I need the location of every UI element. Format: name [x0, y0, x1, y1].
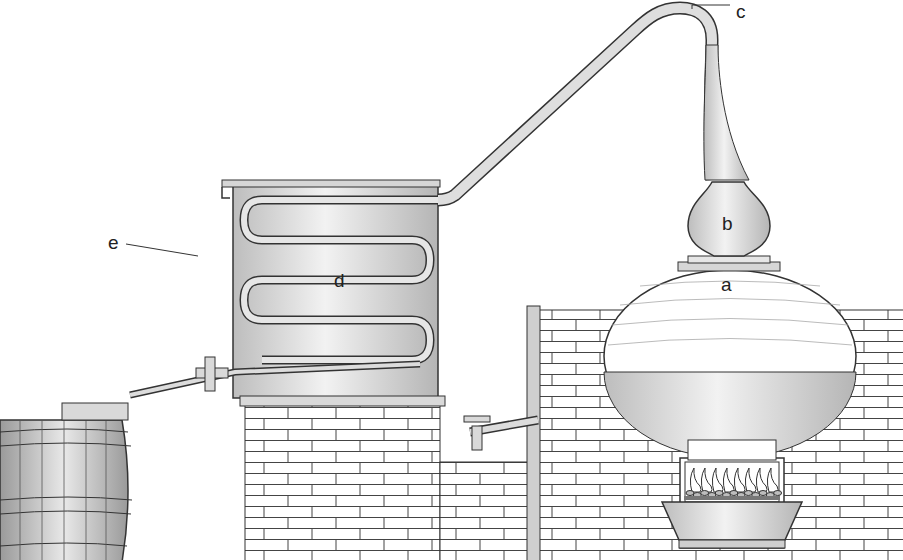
callout-letter: e — [108, 233, 119, 252]
tank-overflow — [222, 187, 230, 198]
ash-pit-base — [679, 540, 785, 548]
callout-letter: b — [722, 214, 733, 233]
drain-tap — [464, 416, 538, 450]
callout-letter: a — [721, 275, 732, 294]
fire-opening — [685, 462, 779, 502]
leader-line — [692, 5, 730, 9]
neck — [704, 45, 749, 180]
condenser-worm — [244, 200, 438, 360]
tank-base — [240, 396, 445, 406]
lyne-arm — [438, 8, 712, 200]
outlet-tap — [196, 357, 228, 391]
barrel — [0, 403, 132, 560]
callout-letter: d — [334, 271, 345, 290]
furnace-post — [527, 306, 540, 560]
pot-boiler — [604, 270, 856, 460]
grate — [684, 496, 780, 500]
helmet — [688, 182, 770, 256]
callout-letter: c — [736, 2, 746, 21]
ash-pit — [662, 502, 802, 540]
tank-rim — [222, 180, 440, 187]
leader-line — [126, 244, 198, 256]
flames — [690, 468, 778, 492]
condenser-plinth — [245, 404, 440, 560]
low-wall — [440, 462, 532, 560]
